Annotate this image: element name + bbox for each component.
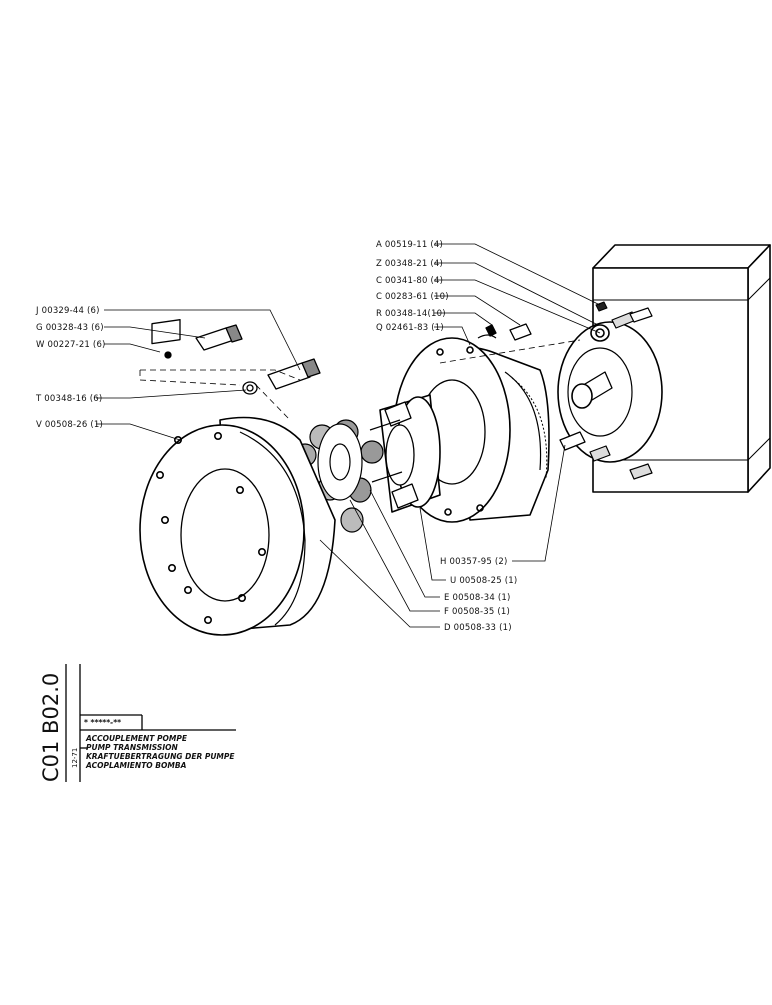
label-part-a: A 00519-11 (4)	[376, 240, 443, 250]
title-block: C01 B02.0 12-71 * *****-** ACCOUPLEMENT …	[39, 664, 236, 782]
label-part-j: J 00329-44 (6)	[35, 306, 100, 316]
label-part-r: R 00348-14(10)	[376, 309, 446, 319]
label-part-f: F 00508-35 (1)	[444, 607, 510, 617]
title-english: PUMP TRANSMISSION	[86, 743, 178, 752]
label-part-e: E 00508-34 (1)	[444, 593, 511, 603]
leader-lines	[96, 243, 601, 628]
label-part-u: U 00508-25 (1)	[450, 576, 517, 586]
coupling-hub	[369, 394, 441, 513]
label-part-q: Q 02461-83 (1)	[376, 323, 444, 333]
part-labels: A 00519-11 (4) Z 00348-21 (4) C 00341-80…	[35, 240, 517, 633]
label-part-h: H 00357-95 (2)	[440, 557, 508, 567]
label-part-c1: C 00341-80 (4)	[376, 276, 443, 286]
label-part-z: Z 00348-21 (4)	[376, 259, 443, 269]
title-german: KRAFTUEBERTRAGUNG DER PUMPE	[86, 752, 235, 761]
pump-housing	[557, 244, 771, 493]
label-part-v: V 00508-26 (1)	[36, 420, 103, 430]
flange	[139, 416, 336, 636]
drawing-date: 12-71	[71, 748, 79, 768]
reference-number: * *****-**	[84, 718, 121, 727]
title-spanish: ACOPLAMIENTO BOMBA	[85, 761, 187, 770]
label-part-g: G 00328-43 (6)	[36, 323, 104, 333]
title-french: ACCOUPLEMENT POMPE	[85, 734, 188, 743]
label-part-w: W 00227-21 (6)	[36, 340, 106, 350]
label-part-t: T 00348-16 (6)	[35, 394, 102, 404]
label-part-d: D 00508-33 (1)	[444, 623, 512, 633]
drawing-code: C01 B02.0	[39, 673, 63, 782]
label-part-c2: C 00283-61 (10)	[376, 292, 449, 302]
